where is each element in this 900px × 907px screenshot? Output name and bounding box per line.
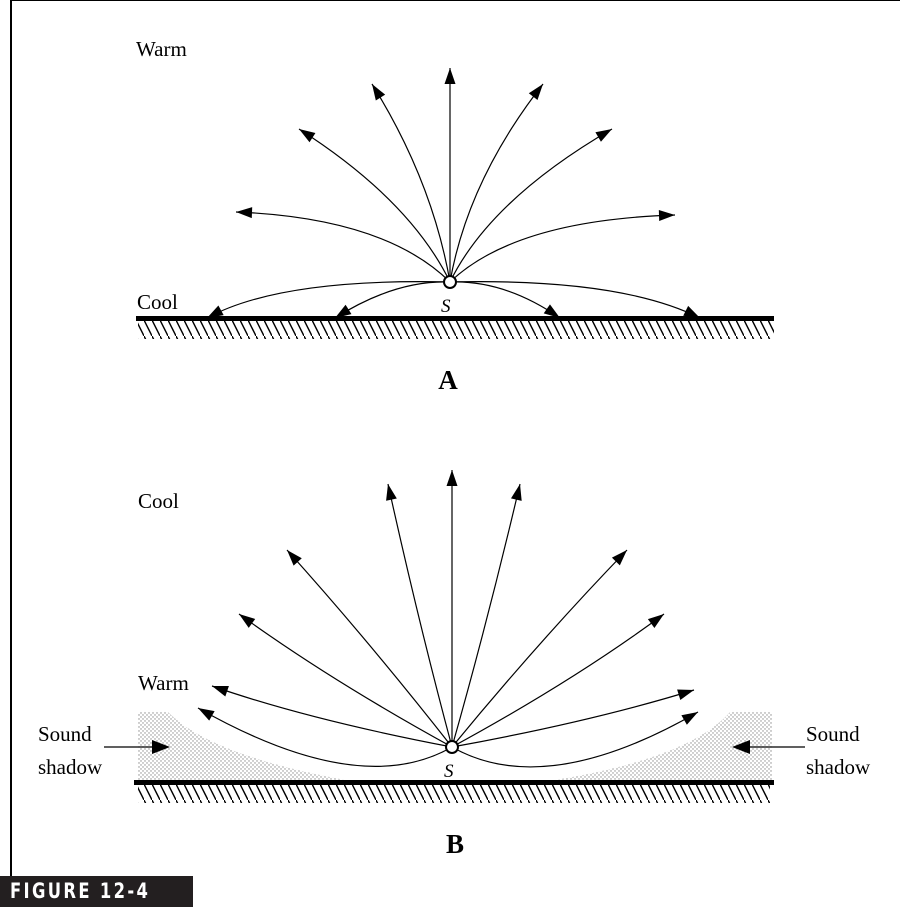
- right-shadow-label-line-1: Sound: [806, 722, 860, 746]
- panel-a-rays: [206, 68, 701, 319]
- panel-a-arrowhead-icon-3: [528, 84, 543, 100]
- right-shadow-pointer-arrowhead-icon: [732, 740, 750, 754]
- panel-b-ray-3: [451, 483, 521, 748]
- panel-b-ray-4: [286, 549, 453, 748]
- right-sound-shadow-label: Sound shadow: [732, 722, 871, 779]
- panel-a-sound-source: [443, 275, 457, 289]
- panel-b-ray-8: [211, 685, 453, 748]
- panel-b-sound-source: [445, 740, 459, 754]
- panel-b-arrowhead-icon-11: [681, 712, 698, 725]
- panel-b-ray-5: [451, 549, 628, 748]
- panel-b-ground: [134, 780, 774, 803]
- left-sound-shadow-label: Sound shadow: [38, 722, 170, 779]
- panel-b-arrowhead-icon-5: [611, 550, 627, 566]
- panel-a-arrowhead-icon-9: [335, 304, 352, 318]
- panel-b-ray-10: [197, 707, 453, 767]
- panel-a-ray-6: [235, 211, 451, 283]
- panel-b-ray-11: [451, 711, 699, 768]
- panel-a-ray-10: [449, 281, 561, 319]
- panel-a-ray-2: [371, 83, 451, 283]
- panel-b-lower-layer-label: Warm: [138, 671, 189, 695]
- panel-b-arrowheads: [198, 470, 698, 725]
- panel-b: S Cool Warm Sound shadow Sound shadow B: [38, 470, 871, 859]
- panel-b-arrowhead-icon-4: [287, 550, 302, 566]
- panel-b-ray-7: [451, 613, 665, 748]
- figure-caption-box: FIGURE 12-4: [0, 876, 193, 907]
- panel-a-ray-5: [449, 128, 613, 283]
- panel-b-ray-6: [238, 613, 453, 748]
- panel-a-arrowhead-icon-11: [683, 305, 700, 318]
- panel-b-arrowhead-icon-8: [212, 686, 229, 697]
- panel-b-rays: [197, 470, 699, 768]
- panel-b-arrowhead-icon-7: [647, 614, 664, 628]
- panel-a-ray-3: [449, 83, 544, 283]
- figure-frame: [10, 0, 900, 876]
- panel-a-arrowhead-icon-4: [299, 129, 316, 143]
- panel-a-ray-7: [449, 214, 676, 283]
- panel-a-arrowheads: [207, 68, 700, 318]
- right-shadow-label-line-2: shadow: [806, 755, 871, 779]
- panel-b-arrowhead-icon-6: [239, 614, 256, 628]
- panel-a-source-label: S: [441, 296, 451, 317]
- panel-a-arrowhead-icon-8: [207, 305, 224, 318]
- panel-a-arrowhead-icon-5: [595, 129, 612, 142]
- panel-b-source-label: S: [444, 761, 454, 782]
- panel-a-arrowhead-icon-6: [236, 207, 253, 219]
- panel-a-ground: [136, 316, 774, 339]
- panel-a-upper-layer-label: Warm: [136, 37, 187, 61]
- left-shadow-label-line-2: shadow: [38, 755, 103, 779]
- panel-a-arrowhead-icon-10: [543, 304, 560, 318]
- panel-a-ray-4: [298, 128, 451, 283]
- panel-a-ray-8: [206, 281, 451, 319]
- panel-b-ray-2: [387, 483, 453, 748]
- right-sound-shadow-area: [555, 712, 772, 780]
- panel-a-lower-layer-label: Cool: [137, 290, 178, 314]
- panel-b-upper-layer-label: Cool: [138, 489, 179, 513]
- panel-b-arrowhead-icon-2: [386, 484, 397, 501]
- panel-b-arrowhead-icon-10: [198, 708, 215, 721]
- panel-a-label: A: [438, 365, 458, 395]
- left-shadow-label-line-1: Sound: [38, 722, 92, 746]
- figure-caption: FIGURE 12-4: [10, 879, 151, 903]
- panel-a: S Warm Cool A: [136, 37, 774, 395]
- panel-a-ray-9: [334, 281, 451, 319]
- panel-a-ray-11: [449, 281, 701, 319]
- left-sound-shadow-area: [138, 712, 345, 780]
- left-shadow-pointer-arrowhead-icon: [152, 740, 170, 754]
- panel-b-arrowhead-icon-9: [677, 689, 694, 700]
- panel-b-arrowhead-icon-1: [446, 470, 458, 486]
- panel-b-arrowhead-icon-3: [510, 484, 522, 501]
- panel-b-ray-9: [451, 689, 695, 748]
- panel-a-arrowhead-icon-7: [658, 210, 675, 221]
- panel-a-arrowhead-icon-2: [372, 84, 386, 101]
- panel-a-arrowhead-icon-1: [444, 68, 456, 84]
- panel-b-label: B: [446, 829, 464, 859]
